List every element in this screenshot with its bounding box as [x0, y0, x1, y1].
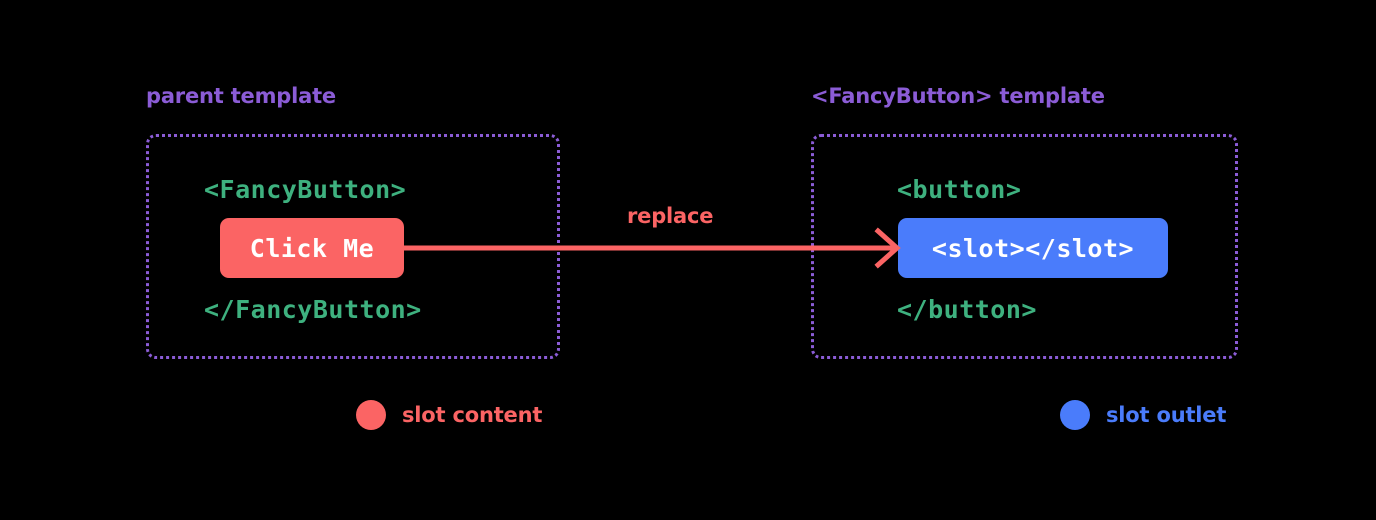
code-close-button: </button>	[897, 295, 1037, 324]
replace-arrow-icon	[400, 227, 901, 269]
slot-outlet-chip: <slot></slot>	[898, 218, 1168, 278]
legend-item-slot-outlet: slot outlet	[1060, 400, 1226, 430]
legend-label-slot-content: slot content	[402, 403, 543, 427]
code-open-fancybutton: <FancyButton>	[204, 175, 407, 204]
fancybutton-template-title: <FancyButton> template	[811, 84, 1105, 108]
slot-content-chip: Click Me	[220, 218, 404, 278]
legend-item-slot-content: slot content	[356, 400, 542, 430]
slot-content-dot-icon	[356, 400, 386, 430]
replace-arrow-label: replace	[627, 204, 714, 228]
slot-outlet-dot-icon	[1060, 400, 1090, 430]
legend-label-slot-outlet: slot outlet	[1106, 403, 1227, 427]
code-open-button: <button>	[897, 175, 1022, 204]
code-close-fancybutton: </FancyButton>	[204, 295, 422, 324]
parent-template-title: parent template	[146, 84, 336, 108]
